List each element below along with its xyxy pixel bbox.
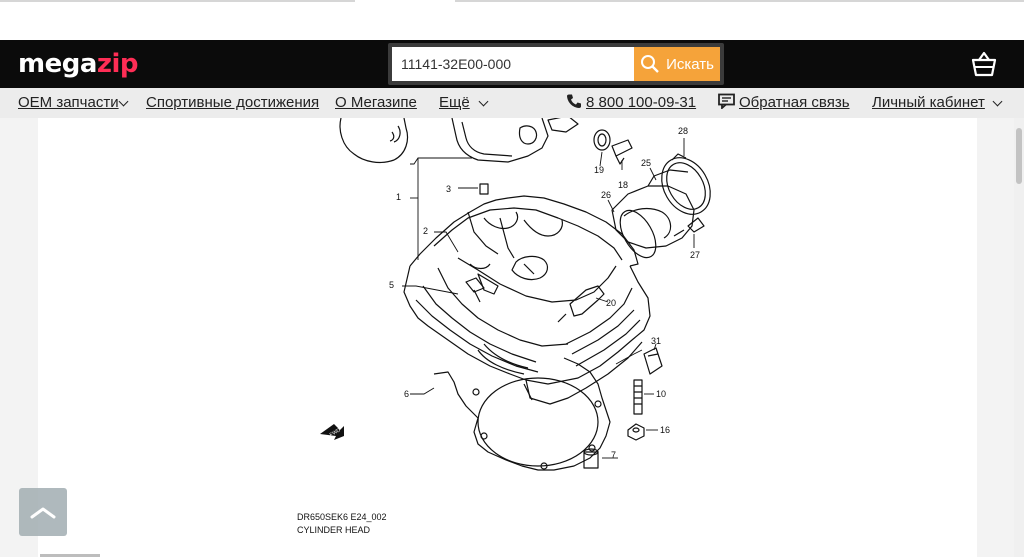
fwd-arrow-icon: FWD — [320, 424, 344, 440]
label-26[interactable]: 26 — [601, 190, 611, 200]
content-area: FWD 1 2 3 5 6 7 10 16 18 19 20 25 26 27 … — [0, 118, 1024, 557]
site-header: megazip Искать — [0, 40, 1024, 88]
search-button-label: Искать — [666, 55, 714, 73]
browser-top-strip — [0, 0, 1024, 40]
diagram-code: DR650SEK6 E24_002 — [297, 512, 387, 522]
chat-icon — [718, 93, 735, 110]
main-nav: OEM запчасти Спортивные достижения О Мег… — [0, 88, 1024, 118]
label-20[interactable]: 20 — [606, 298, 616, 308]
cylinder-head-diagram: FWD 1 2 3 5 6 7 10 16 18 19 20 25 26 27 … — [297, 118, 711, 535]
label-7[interactable]: 7 — [611, 450, 616, 460]
parts-diagram-panel: FWD 1 2 3 5 6 7 10 16 18 19 20 25 26 27 … — [38, 118, 977, 557]
chevron-down-icon[interactable] — [478, 96, 489, 107]
svg-text:FWD: FWD — [329, 427, 342, 438]
label-31[interactable]: 31 — [651, 336, 661, 346]
label-5[interactable]: 5 — [389, 280, 394, 290]
nav-oem-parts[interactable]: OEM запчасти — [18, 94, 119, 111]
label-2[interactable]: 2 — [423, 226, 428, 236]
nav-achievements[interactable]: Спортивные достижения — [146, 94, 320, 111]
divider — [40, 554, 100, 557]
diagram-title: CYLINDER HEAD — [297, 525, 371, 535]
megazip-logo[interactable]: megazip — [18, 49, 139, 79]
phone-icon — [567, 94, 581, 109]
label-25[interactable]: 25 — [641, 158, 651, 168]
label-3[interactable]: 3 — [446, 184, 451, 194]
search-icon — [641, 55, 659, 73]
label-27[interactable]: 27 — [690, 250, 700, 260]
cart-icon[interactable] — [968, 49, 1000, 79]
label-19[interactable]: 19 — [594, 165, 604, 175]
label-28[interactable]: 28 — [678, 126, 688, 136]
search-bar: Искать — [388, 43, 724, 85]
label-6[interactable]: 6 — [404, 389, 409, 399]
chevron-up-icon — [30, 507, 56, 519]
scrollbar-thumb[interactable] — [1016, 128, 1022, 184]
chevron-down-icon[interactable] — [118, 96, 129, 107]
scroll-to-top-button[interactable] — [19, 488, 67, 536]
label-1[interactable]: 1 — [396, 192, 401, 202]
search-button[interactable]: Искать — [634, 47, 720, 81]
nav-phone[interactable]: 8 800 100-09-31 — [566, 93, 696, 113]
nav-feedback[interactable]: Обратная связь — [718, 93, 850, 113]
nav-about[interactable]: О Мегазипе — [335, 94, 417, 111]
label-10[interactable]: 10 — [656, 389, 666, 399]
chevron-down-icon[interactable] — [992, 96, 1003, 107]
search-input[interactable] — [392, 47, 634, 81]
label-16[interactable]: 16 — [660, 425, 670, 435]
label-18[interactable]: 18 — [618, 180, 628, 190]
nav-account[interactable]: Личный кабинет — [872, 94, 985, 111]
page-scrollbar[interactable] — [1014, 118, 1024, 557]
nav-more[interactable]: Ещё — [439, 94, 470, 111]
